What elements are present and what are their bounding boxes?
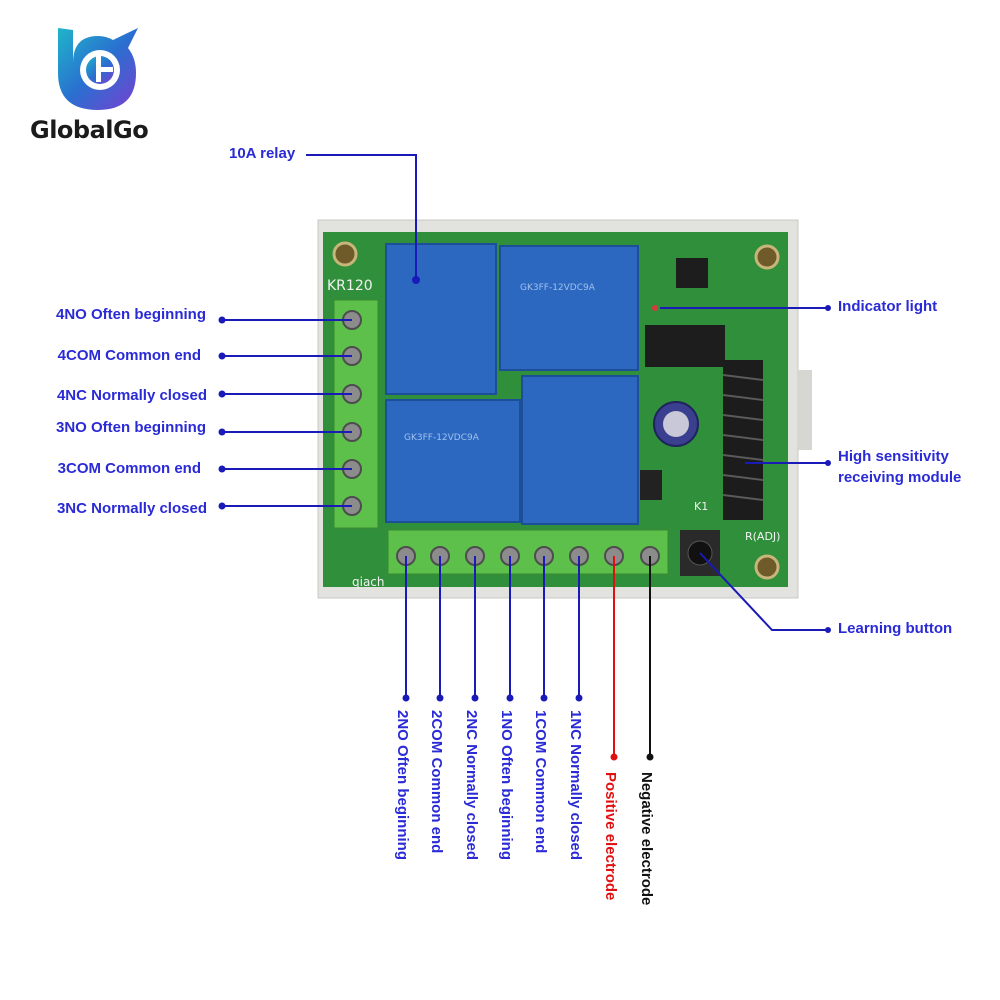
relay-print-text: GK3FF-12VDC9A xyxy=(404,433,480,443)
callout-dot xyxy=(825,460,831,466)
board-k1-text: K1 xyxy=(694,500,708,513)
capacitor-top xyxy=(663,411,689,437)
mount-hole xyxy=(754,244,780,270)
bottom-terminal-label: 2COM Common end xyxy=(428,710,445,854)
learning-callout-line xyxy=(699,552,828,631)
positive-terminal-label: Positive electrode xyxy=(602,772,619,901)
receiver-label-line-1: High sensitivity xyxy=(838,448,949,465)
relay-2 xyxy=(385,399,521,523)
receiver-label-line-2: receiving module xyxy=(838,469,962,486)
callout-dot xyxy=(436,694,444,702)
callout-dot xyxy=(646,753,654,761)
callout-dot xyxy=(540,694,548,702)
receiver-label: High sensitivity receiving module xyxy=(838,446,961,488)
learning-label: Learning button xyxy=(838,620,953,637)
indicator-label: Indicator light xyxy=(838,298,938,315)
left-terminal-label: 4COM Common end xyxy=(57,347,201,364)
relay-4 xyxy=(385,243,497,395)
callout-dot xyxy=(471,694,479,702)
callout-dot xyxy=(218,428,226,436)
relay-1 xyxy=(521,375,639,525)
negative-terminal-label: Negative electrode xyxy=(638,772,655,906)
case-tab xyxy=(798,370,812,450)
bottom-terminal-label: 2NC Normally closed xyxy=(463,710,480,861)
relay-label: 10A relay xyxy=(229,145,296,162)
callout-dot xyxy=(575,694,583,702)
brand-name: GlobalGo xyxy=(30,116,149,144)
transistor xyxy=(640,470,662,500)
board-button-text: R(ADJ) xyxy=(745,530,780,543)
callout-dot xyxy=(218,465,226,473)
left-terminal-label: 4NC Normally closed xyxy=(56,387,207,404)
callout-dot xyxy=(825,627,831,633)
indicator-led-icon xyxy=(652,305,658,311)
callout-dot xyxy=(825,305,831,311)
bottom-terminal-block xyxy=(387,529,669,575)
relay-3 xyxy=(499,245,639,371)
left-terminal-label: 4NO Often beginning xyxy=(56,306,206,323)
callout-dot xyxy=(218,502,226,510)
callout-dot xyxy=(402,694,410,702)
mount-hole xyxy=(332,241,358,267)
left-terminal-label: 3NC Normally closed xyxy=(56,500,207,517)
callout-dot xyxy=(218,352,226,360)
callout-dot xyxy=(506,694,514,702)
callout-dot xyxy=(610,753,618,761)
callout-dot xyxy=(412,276,420,284)
callout-dot xyxy=(218,316,226,324)
callout-dot xyxy=(218,390,226,398)
bottom-terminal-label: 1NC Normally closed xyxy=(567,710,584,861)
left-terminal-block xyxy=(333,299,379,529)
board-maker-text: qiach xyxy=(352,575,385,589)
globalgo-logo xyxy=(28,18,168,148)
left-terminal-label: 3NO Often beginning xyxy=(56,419,206,436)
bottom-terminal-label: 1NO Often beginning xyxy=(498,710,515,860)
mount-hole xyxy=(754,554,780,580)
relay-print-text: GK3FF-12VDC9A xyxy=(520,283,596,293)
relay-callout-line xyxy=(306,154,417,280)
decoder-chip xyxy=(645,325,725,367)
board-model-text: KR120 xyxy=(327,278,373,294)
bottom-terminal-label: 2NO Often beginning xyxy=(394,710,411,860)
logo-mark-icon xyxy=(58,28,138,110)
left-terminal-label: 3COM Common end xyxy=(57,460,201,477)
ic-chip xyxy=(676,258,708,288)
bottom-terminal-label: 1COM Common end xyxy=(532,710,549,854)
